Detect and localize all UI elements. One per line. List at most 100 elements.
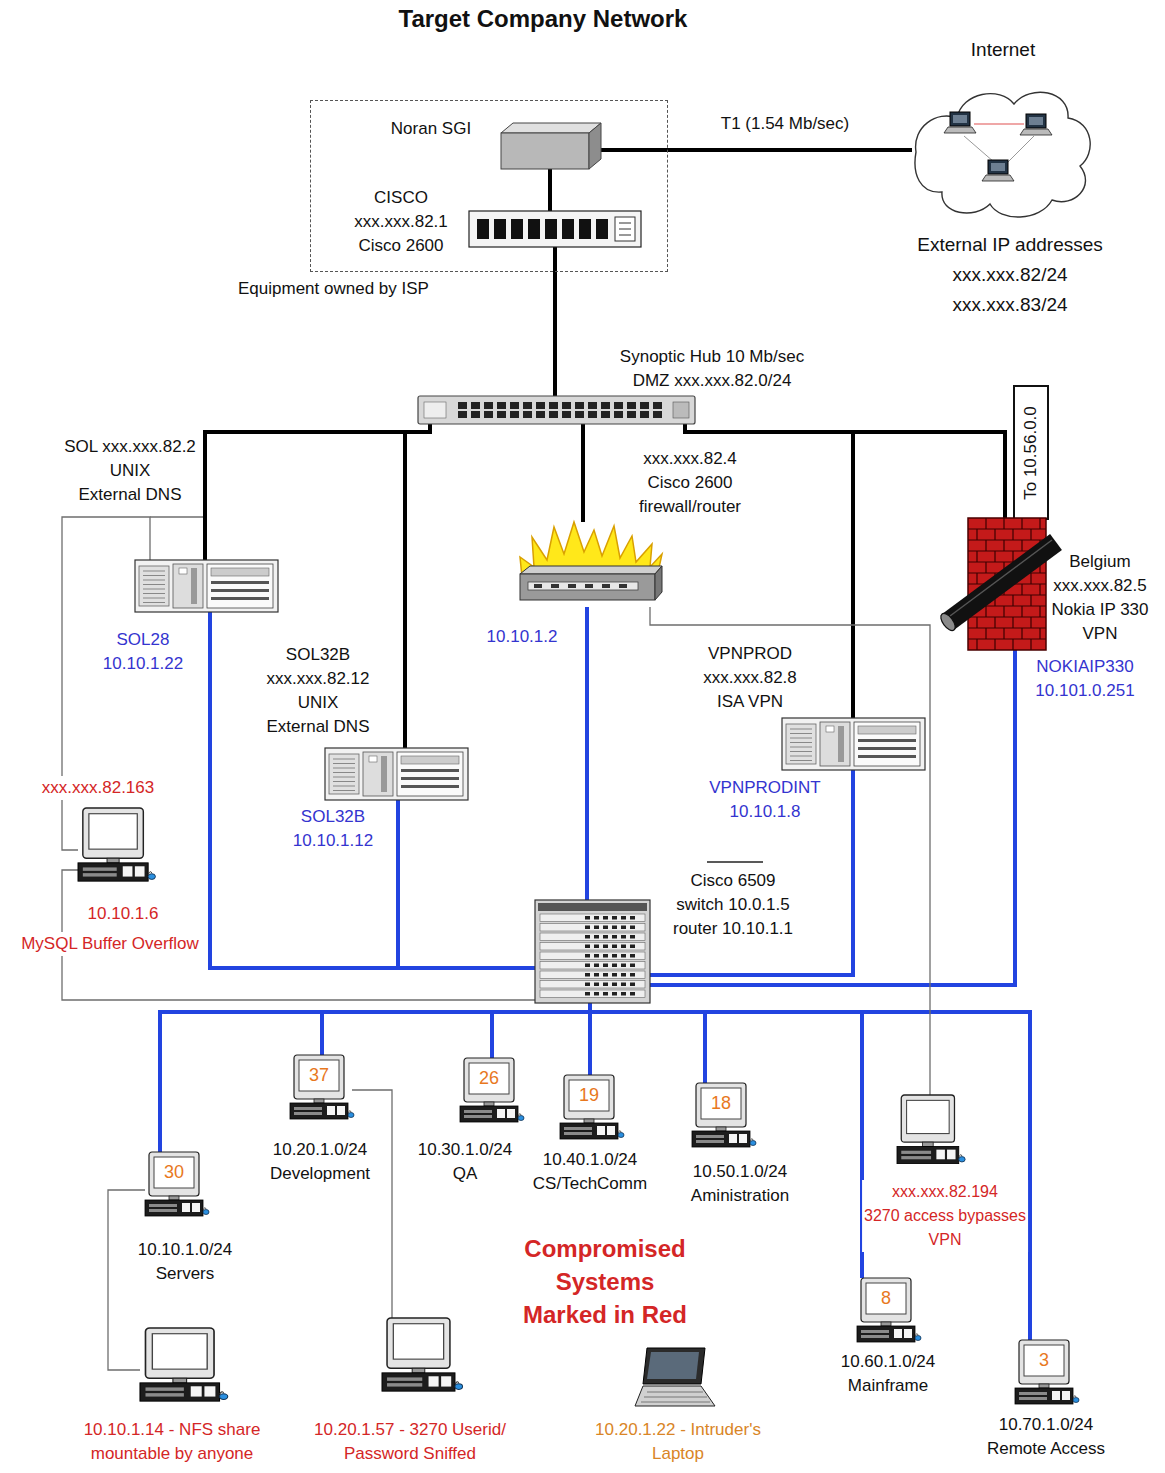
icon-part	[143, 589, 165, 590]
icon-part	[944, 127, 976, 133]
pc-icon	[382, 1318, 460, 1398]
router-device: CISCO xxx.xxx.82.1 Cisco 2600	[469, 211, 641, 247]
icon-part	[915, 1336, 921, 1341]
icon-part	[333, 781, 355, 782]
node-label: Internet	[971, 38, 1035, 62]
icon-part	[145, 1393, 183, 1396]
compromise-note: xxx.xxx.82.194 3270 access bypasses VPN	[862, 1180, 1028, 1252]
icon-part	[562, 219, 574, 239]
icon-part	[894, 1329, 902, 1338]
icon-part	[560, 1123, 618, 1139]
icon-part	[621, 945, 626, 949]
icon-part	[601, 411, 610, 418]
icon-part	[387, 1377, 422, 1380]
node-label: Belgium xxx.xxx.82.5 Nokia IP 330 VPN	[1051, 550, 1148, 646]
icon-part	[1012, 551, 1013, 562]
node-label: VPNPROD xxx.xxx.82.8 ISA VPN	[703, 642, 797, 714]
network-link	[398, 800, 535, 968]
icon-part	[857, 1326, 915, 1342]
icon-part	[333, 768, 355, 769]
network-link	[590, 1003, 705, 1083]
icon-part	[612, 945, 617, 949]
icon-part	[393, 1324, 443, 1359]
icon-part	[640, 402, 649, 409]
icon-part	[294, 1107, 322, 1110]
network-link	[650, 770, 853, 975]
network-link	[405, 424, 430, 748]
icon-part	[621, 954, 626, 958]
icon-part	[540, 924, 645, 932]
icon-part	[585, 945, 590, 949]
icon-part	[653, 402, 662, 409]
icon-part	[1003, 606, 1004, 617]
network-link	[108, 1190, 145, 1370]
icon-part	[143, 602, 165, 603]
icon-part	[464, 1115, 492, 1118]
icon-part	[790, 756, 812, 757]
icon-part	[603, 954, 608, 958]
compromise-note: 10.10.1.6	[88, 902, 159, 926]
server-icon	[325, 748, 468, 800]
icon-part	[612, 973, 617, 977]
icon-part	[1015, 1388, 1073, 1404]
icon-part	[484, 411, 493, 418]
icon-part	[1021, 518, 1022, 529]
network-link	[650, 607, 930, 1095]
icon-part	[135, 866, 145, 876]
icon-part	[83, 873, 117, 876]
icon-part	[968, 539, 1046, 540]
icon-part	[630, 916, 635, 920]
icon-part	[994, 639, 995, 650]
workstation: 10.10.1.14 - NFS share mountable by anyo…	[140, 1328, 225, 1408]
icon-part	[484, 402, 493, 409]
network-link	[601, 148, 912, 152]
icon-part	[901, 1095, 954, 1142]
icon-part	[564, 1132, 592, 1135]
server: SOL32B xxx.xxx.82.12 UNIX External DNSSO…	[325, 748, 468, 800]
callout-number: 30	[164, 1160, 184, 1184]
icon-part	[985, 606, 986, 617]
icon-part	[363, 752, 393, 796]
icon-part	[696, 1135, 724, 1138]
icon-part	[750, 1141, 756, 1146]
icon-part	[618, 1133, 624, 1138]
icon-part	[915, 92, 1090, 217]
icon-part	[643, 1348, 705, 1384]
icon-part	[861, 1330, 889, 1333]
icon-part	[621, 973, 626, 977]
icon-part	[603, 983, 608, 987]
node-label: Noran SGI	[391, 117, 471, 141]
icon-part	[716, 1127, 726, 1131]
icon-part	[881, 1322, 891, 1326]
icon-part	[964, 136, 994, 162]
icon-part	[123, 866, 133, 876]
callout-number: 8	[881, 1286, 891, 1310]
icon-part	[790, 747, 812, 748]
icon-part	[901, 1151, 931, 1154]
icon-part	[314, 1099, 324, 1103]
icon-part	[1026, 114, 1046, 128]
icon-part	[107, 858, 119, 863]
icon-part	[333, 777, 355, 778]
icon-part	[1052, 1391, 1060, 1400]
icon-part	[976, 529, 977, 540]
icon-part	[959, 1157, 965, 1162]
icon-part	[1012, 617, 1013, 628]
icon-part	[985, 540, 986, 551]
icon-part	[729, 1134, 737, 1143]
internet-cloud: Internet	[912, 82, 1094, 222]
icon-part	[387, 1383, 422, 1386]
icon-part	[154, 1157, 194, 1188]
firewall-icon	[512, 522, 667, 607]
network-link	[492, 1003, 590, 1058]
icon-part	[211, 589, 269, 592]
node-label: CISCO xxx.xxx.82.1 Cisco 2600	[354, 186, 448, 258]
icon-part	[621, 916, 626, 920]
icon-part	[858, 726, 916, 734]
icon-part	[1003, 540, 1004, 551]
icon-part	[540, 981, 645, 989]
icon-part	[135, 560, 278, 612]
server-icon	[135, 560, 278, 612]
isp-equipment-group: Equipment owned by ISPNoran SGICISCO xxx…	[310, 100, 668, 272]
laptop: 10.20.1.22 - Intruder's Laptop	[635, 1348, 715, 1410]
